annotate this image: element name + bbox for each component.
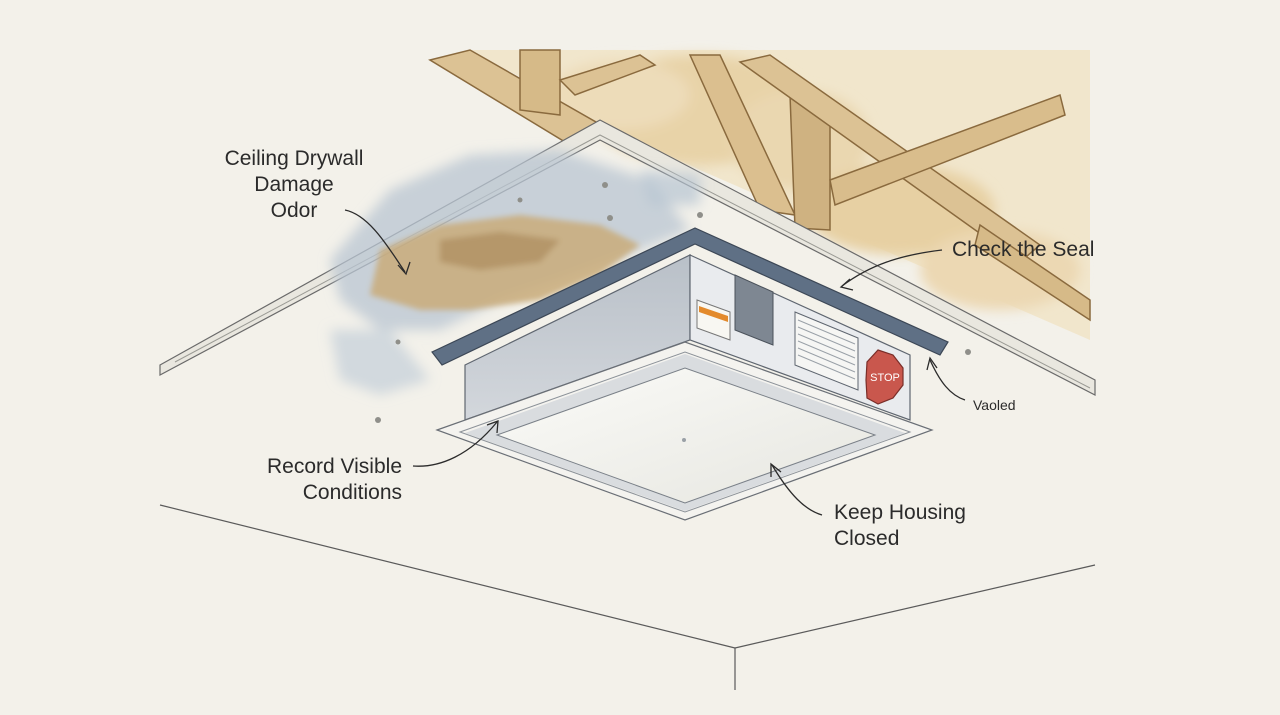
callout-drywall-line-1: Ceiling Drywall [224,147,364,170]
callout-record-line-1: Record Visible [266,455,402,478]
stain-spots [375,182,971,423]
callout-drywall-damage: Ceiling Drywall Damage Odor [214,146,374,224]
fan-grille [435,341,934,521]
callout-keep-housing-closed: Keep Housing Closed [834,500,966,552]
wood-framing [428,49,1091,322]
callout-check-seal: Check the Seal [952,238,1095,261]
stop-sign-icon: STOP [865,349,904,405]
callout-arrows [344,209,966,516]
callout-drywall-line-2: Damage [254,173,334,196]
callout-vaoled: Vaoled [973,397,1016,413]
ceiling-drywall [159,119,1096,396]
callout-record-line-2: Conditions [302,481,402,504]
callout-keep-line-2: Closed [834,527,900,550]
callout-keep-line-1: Keep Housing [834,501,966,524]
fan-housing: STOP [431,227,949,421]
callout-record-conditions: Record Visible Conditions [236,454,402,506]
attic-cavity [428,49,1091,340]
vent-louver [794,311,859,391]
room-corner-lines [159,504,1096,690]
stop-sign-text: STOP [870,372,900,384]
callout-drywall-line-3: Odor [270,199,318,222]
